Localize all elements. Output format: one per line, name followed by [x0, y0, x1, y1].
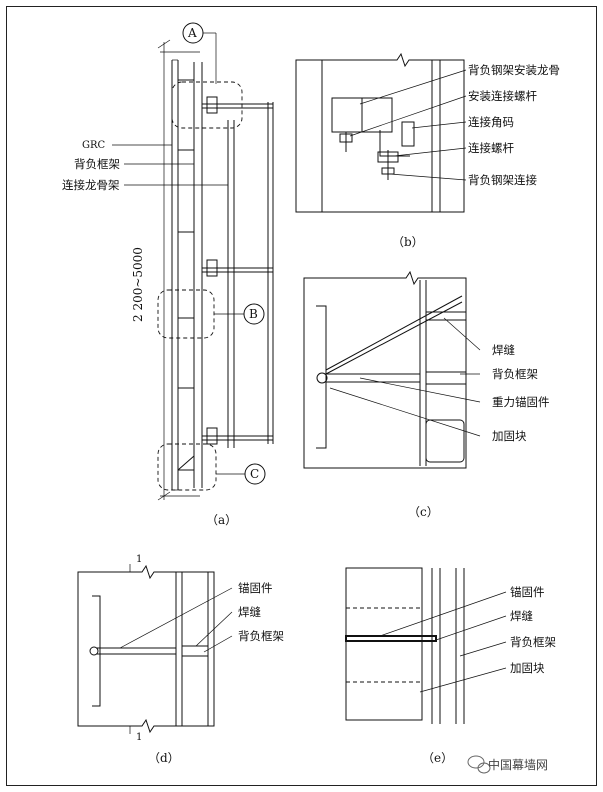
mounting-keel-right	[361, 97, 393, 133]
label-install-bolt: 安装连接螺杆	[468, 89, 537, 103]
panel-e-grc-block	[345, 567, 423, 721]
panel-d-leaders	[119, 587, 233, 653]
diagonal-anchor	[325, 295, 463, 371]
label-connection-angle: 连接角码	[468, 115, 514, 129]
callout-c-text: C	[250, 467, 259, 481]
drawing-border	[6, 6, 597, 786]
connection-bolt-nut	[377, 151, 399, 163]
label-anchor: 锚固件	[510, 585, 545, 599]
label-back-frame: 背负框架	[510, 635, 556, 649]
frame-ribs	[178, 79, 194, 471]
diagonal-anchor-edge	[325, 301, 463, 375]
detail-zone-a	[171, 81, 243, 129]
callout-a-text: A	[187, 26, 197, 40]
install-bolt-nut	[339, 133, 353, 143]
panel-b: 背负钢架安装龙骨 安装连接螺杆 连接角码 连接螺杆 背负钢架连接 （b）	[295, 52, 560, 249]
watermark-text: 中国幕墙网	[488, 758, 549, 772]
mounting-keel	[331, 97, 363, 133]
label-grc: GRC	[82, 140, 106, 151]
diagonal-brace	[177, 455, 195, 471]
label-weld: 焊缝	[238, 605, 261, 619]
panel-d-anchor-head	[89, 646, 99, 656]
bracket-connections	[202, 96, 273, 445]
label-keel-frame: 连接龙骨架	[62, 178, 120, 192]
caption-c: （c）	[408, 505, 439, 519]
panel-d: 1 1 锚固件 焊缝 背负框架 （d）	[77, 554, 284, 765]
weld-seam-upper	[425, 311, 467, 321]
caption-d: （d）	[148, 751, 180, 765]
panel-b-leaders	[349, 69, 467, 181]
panel-e: 锚固件 焊缝 背负框架 加固块 （e）	[345, 567, 556, 765]
connection-angle	[379, 130, 410, 157]
panel-e-anchor	[345, 635, 437, 642]
section-mark-bottom: 1	[136, 732, 142, 743]
label-reinforcement-block: 加固块	[510, 661, 545, 675]
detail-zone-c	[157, 443, 217, 491]
panel-c-leaders	[329, 317, 481, 437]
detail-zone-b	[157, 289, 215, 339]
frame-connection	[401, 121, 415, 147]
panel-c: 焊缝 背负框架 重力锚固件 加固块 （c）	[303, 270, 550, 519]
label-back-frame: 背负框架	[492, 367, 538, 381]
grc-rib	[316, 305, 327, 449]
label-reinforcement-block: 加固块	[492, 429, 527, 443]
callout-b-text: B	[249, 307, 258, 321]
label-mounting-keel: 背负钢架安装龙骨	[468, 63, 560, 77]
caption-e: （e）	[422, 751, 453, 765]
label-weld: 焊缝	[492, 343, 515, 357]
panel-d-grc-rib	[92, 595, 101, 707]
panel-c-frame	[303, 270, 467, 469]
label-back-frame: 背负框架	[238, 629, 284, 643]
anchor-head	[316, 372, 328, 384]
label-gravity-anchor: 重力锚固件	[492, 395, 550, 409]
dimension-text: 2 200~5000	[131, 247, 145, 322]
wechat-icon	[467, 755, 491, 774]
panel-b-frame	[295, 52, 465, 213]
weld-seam	[425, 371, 467, 385]
label-connection-bolt: 连接螺杆	[468, 141, 514, 155]
section-mark-top: 1	[136, 554, 142, 565]
dimension-tick	[157, 39, 171, 49]
label-anchor: 锚固件	[238, 581, 273, 595]
panel-a: 2 200~5000	[62, 22, 274, 527]
panel-d-frame	[77, 564, 215, 734]
caption-b: （b）	[392, 235, 424, 249]
reinforcement-block	[425, 419, 465, 463]
label-back-frame: 背负框架	[74, 157, 120, 171]
label-weld: 焊缝	[510, 609, 533, 623]
label-frame-connection: 背负钢架连接	[468, 173, 537, 187]
panel-e-leaders	[379, 591, 507, 693]
caption-a: （a）	[206, 513, 237, 527]
connection-bolt-washer	[381, 167, 395, 175]
panel-d-weld	[181, 645, 209, 657]
